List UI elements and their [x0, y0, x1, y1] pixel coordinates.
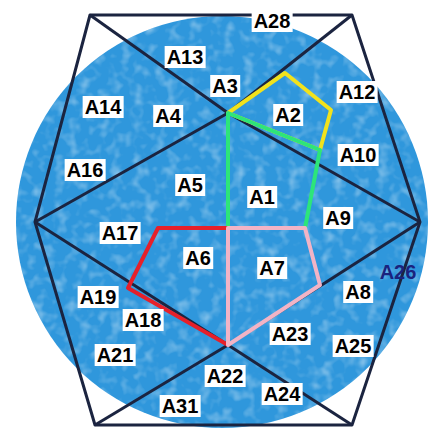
subunit-label: A4	[153, 105, 183, 127]
subunit-label: A6	[183, 247, 213, 269]
subunit-label: A13	[165, 46, 206, 68]
subunit-label: A7	[257, 257, 287, 279]
subunit-label: A25	[333, 335, 374, 357]
subunit-label: A3	[210, 75, 240, 97]
subunit-label: A23	[270, 323, 311, 345]
subunit-label: A17	[100, 222, 141, 244]
subunit-label: A31	[160, 395, 201, 417]
subunit-label: A19	[78, 286, 119, 308]
icosahedron-wireframe	[35, 15, 420, 425]
subunit-label: A1	[247, 186, 277, 208]
subunit-label: A5	[175, 174, 205, 196]
subunit-label: A14	[83, 96, 124, 118]
subunit-label: A18	[123, 309, 164, 331]
subunit-label: A16	[65, 159, 106, 181]
subunit-polygon	[228, 228, 320, 345]
subunit-label: A22	[205, 365, 246, 387]
subunit-label: A21	[95, 344, 136, 366]
subunit-outline: A1	[228, 113, 320, 228]
subunit-label: A12	[337, 81, 378, 103]
subunit-label: A28	[252, 10, 293, 32]
subunit-shape	[228, 113, 320, 228]
subunit-label: A8	[343, 281, 373, 303]
subunit-label: A9	[323, 207, 353, 229]
subunit-polygon	[228, 73, 331, 150]
subunit-label: A10	[338, 144, 379, 166]
subunit-label: A26	[378, 261, 419, 283]
subunit-label: A2	[273, 104, 303, 126]
subunit-polygon	[228, 113, 320, 228]
subunit-label: A24	[262, 383, 303, 405]
subunit-outline: A2	[228, 73, 331, 150]
